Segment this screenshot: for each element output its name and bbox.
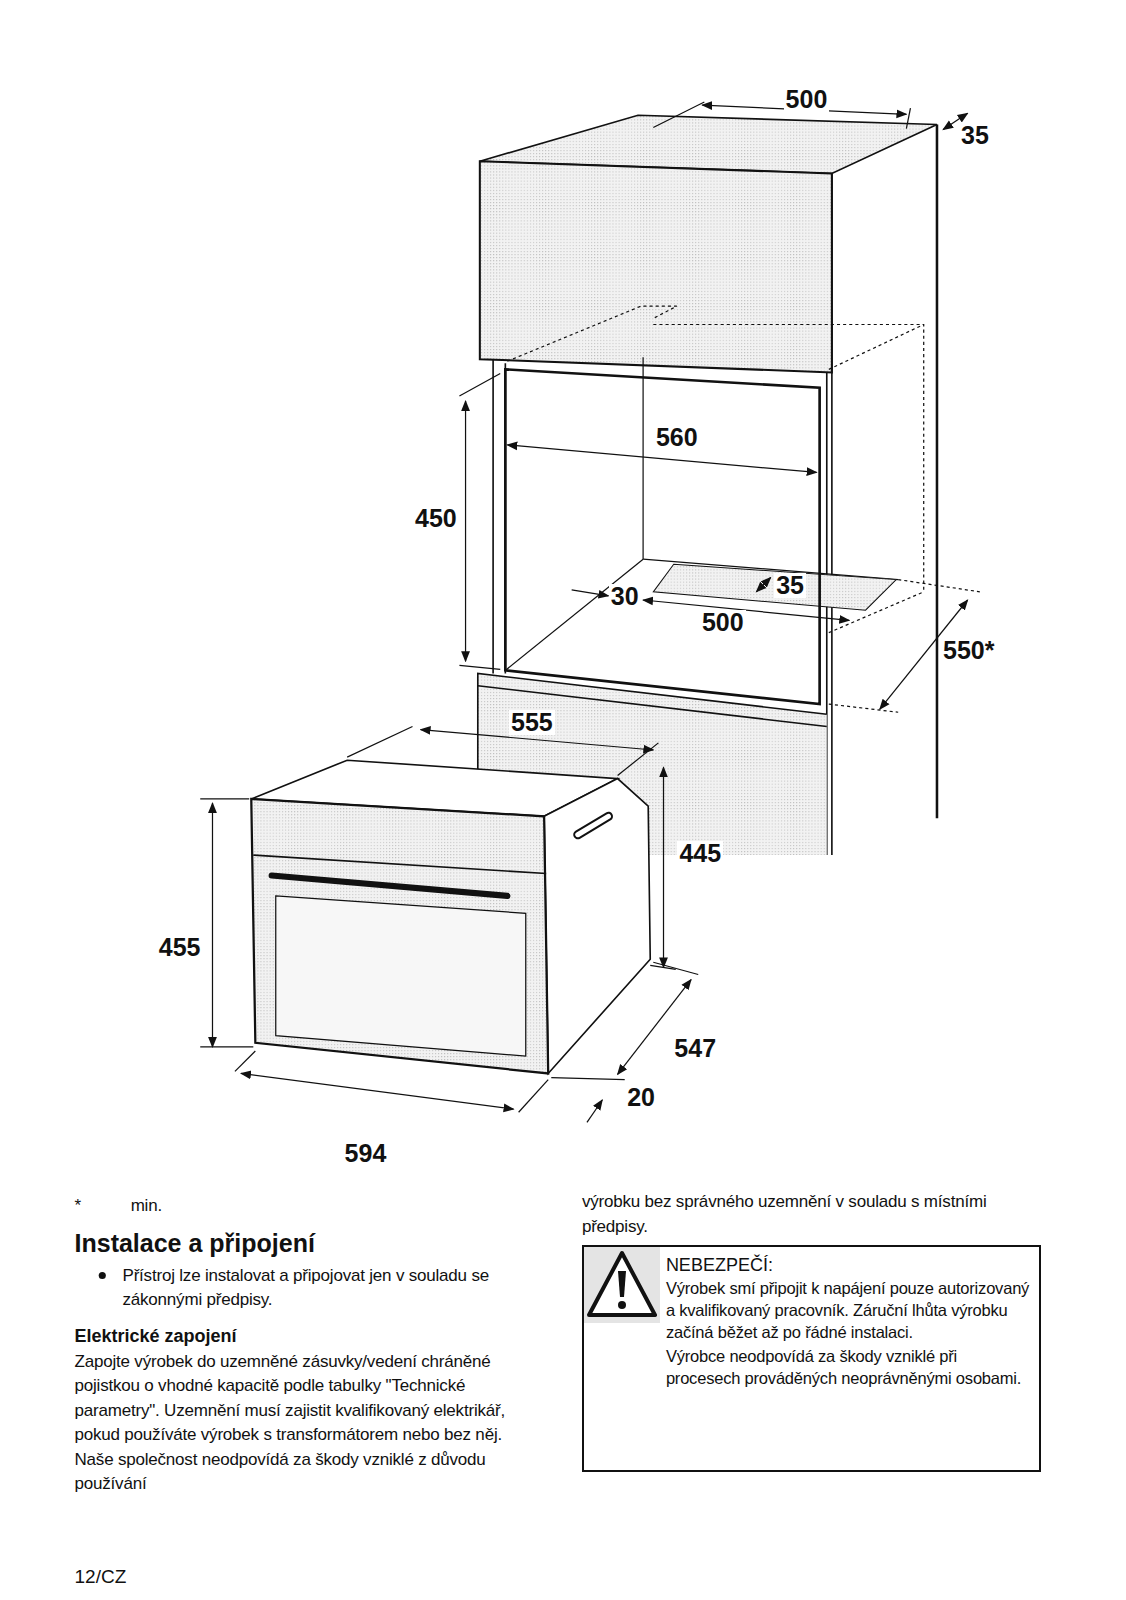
- dimension: 560: [654, 425, 700, 450]
- paragraph: výrobku bez správného uzemnění v souladu…: [582, 1190, 1054, 1239]
- warning-text: Výrobek smí připojit k napájení pouze au…: [666, 1277, 1029, 1343]
- dimension: 550*: [941, 638, 996, 663]
- dimension: 450: [413, 506, 459, 531]
- paragraph: Zapojte výrobek do uzemněné zásuvky/vede…: [75, 1350, 529, 1497]
- warning-text: Výrobce neodpovídá za škody vzniklé při …: [666, 1345, 1029, 1389]
- warning-heading: NEBEZPEČÍ:: [666, 1253, 1029, 1277]
- dimension: 500: [784, 87, 830, 112]
- dimension: 35: [774, 573, 806, 598]
- bullet-text: Přístroj lze instalovat a připojovat jen…: [123, 1264, 531, 1313]
- dimension: 555: [509, 710, 555, 735]
- dimension: 20: [625, 1085, 657, 1110]
- dimension: 35: [959, 123, 991, 148]
- subheading: Elektrické zapojení: [75, 1324, 237, 1348]
- dimension: 455: [157, 935, 203, 960]
- bullet: [99, 1272, 106, 1279]
- dimension: 594: [343, 1141, 389, 1166]
- warning-icon: [584, 1247, 660, 1323]
- dimension: 547: [672, 1036, 718, 1061]
- dimension: 500: [700, 610, 746, 635]
- footnote-text: min.: [131, 1194, 162, 1219]
- page-number: 12/CZ: [75, 1565, 127, 1589]
- footnote-mark: *: [75, 1194, 81, 1219]
- section-title: Instalace a připojení: [75, 1228, 315, 1258]
- warning-box: NEBEZPEČÍ:Výrobek smí připojit k napájen…: [582, 1245, 1041, 1472]
- dimension: 445: [677, 841, 723, 866]
- dimension: 30: [609, 584, 641, 609]
